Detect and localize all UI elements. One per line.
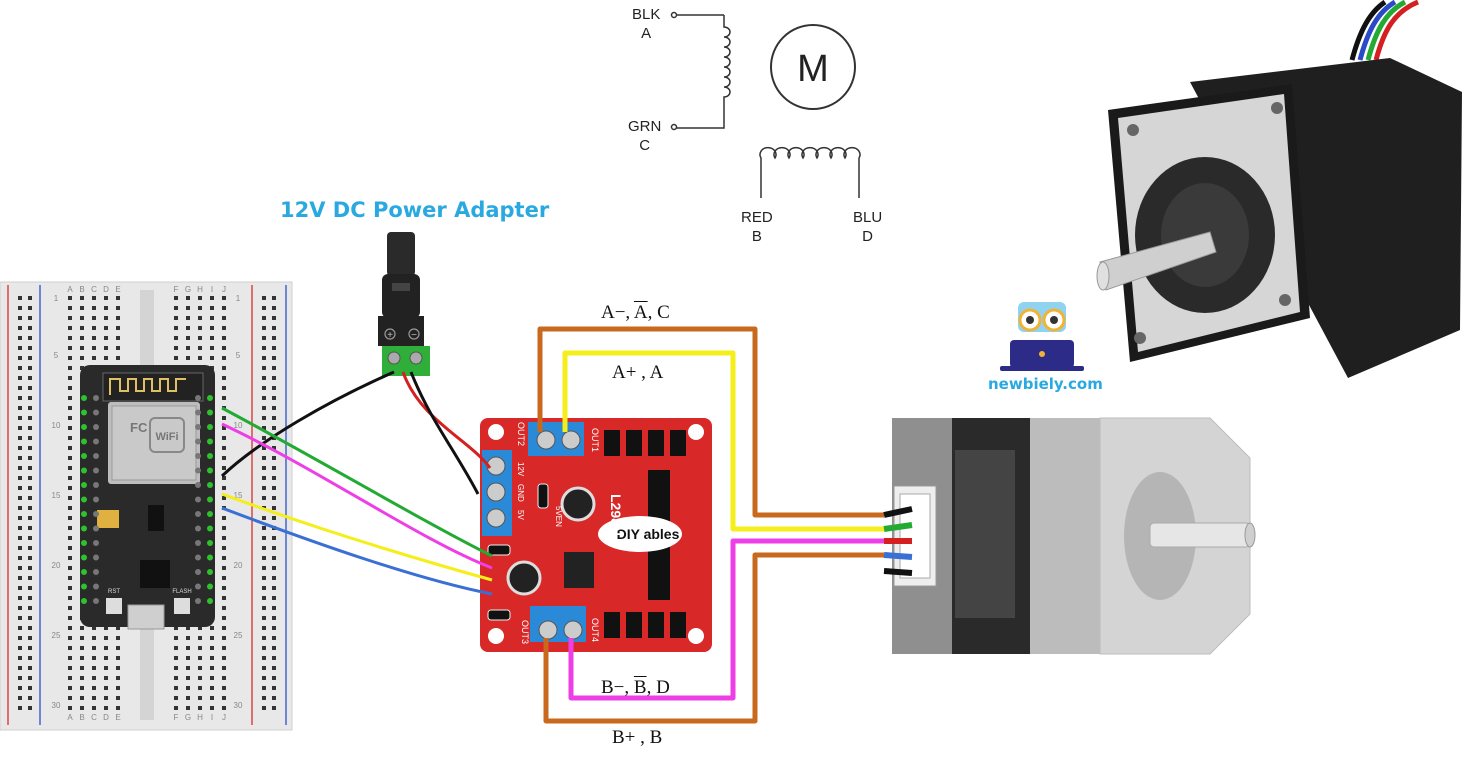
grn-letter-label: C: [639, 137, 651, 154]
breadboard-row-label: 20: [52, 561, 61, 570]
breadboard-col-label: I: [211, 285, 213, 294]
5v-label: 5V: [516, 510, 525, 520]
breadboard-col-label: E: [115, 713, 120, 722]
b-minus-prefix: B−,: [601, 677, 634, 698]
breadboard-col-label: B: [79, 285, 84, 294]
rst-label: RST: [108, 589, 120, 595]
grn-wire-label: GRN: [628, 118, 662, 135]
blu-wire-label: BLU: [853, 209, 883, 226]
svg-text:FC: FC: [130, 420, 148, 435]
diyables-logo: DIY ables: [617, 526, 680, 542]
a-minus-suffix: , C: [647, 302, 670, 323]
breadboard-col-label: J: [222, 713, 226, 722]
5ven-label: 5VEN: [554, 506, 563, 527]
out1-label: OUT1: [590, 428, 600, 452]
out4-label: OUT4: [590, 618, 600, 642]
blu-letter-label: D: [862, 228, 874, 245]
l298n-driver-board: DIY ables L298N OUT1 OUT2 OUT3 OUT4 12V …: [480, 418, 712, 652]
flash-label: FLASH: [172, 589, 191, 595]
breadboard-row-label: 25: [52, 631, 61, 640]
motor-connector-pins: [883, 506, 913, 576]
breadboard-row-label: 5: [54, 351, 59, 360]
a-minus-prefix: A−,: [601, 302, 634, 323]
breadboard-row-label: 1: [236, 294, 241, 303]
blk-wire-label: BLK: [632, 6, 661, 23]
control-wires: [221, 406, 493, 596]
coil-label-red: RED B: [741, 208, 773, 246]
breadboard-col-label: D: [103, 285, 109, 294]
breadboard-col-label: A: [67, 713, 73, 722]
breadboard-col-label: B: [79, 713, 84, 722]
breadboard-col-label: D: [103, 713, 109, 722]
breadboard-row-label: 25: [234, 631, 243, 640]
breadboard-col-label: F: [174, 285, 179, 294]
breadboard-col-label: C: [91, 713, 97, 722]
breadboard-row-label: 10: [234, 421, 243, 430]
breadboard-row-label: 20: [234, 561, 243, 570]
breadboard-row-label: 30: [52, 701, 61, 710]
red-wire-label: RED: [741, 209, 773, 226]
gnd-label: GND: [516, 484, 525, 502]
breadboard-row-label: 5: [236, 351, 241, 360]
power-adapter: + −: [378, 232, 430, 376]
coil-label-blu: BLU D: [853, 208, 882, 246]
wire-label-a-plus: A+ , A: [612, 362, 664, 383]
page-title: 12V DC Power Adapter: [280, 198, 550, 222]
a-bar: A: [633, 302, 648, 323]
breadboard-row-label: 15: [234, 491, 243, 500]
12v-label: 12V: [516, 462, 525, 477]
wire-label-b-plus: B+ , B: [612, 727, 663, 748]
out2-label: OUT2: [516, 422, 526, 446]
newbiely-logo-text: newbiely.com: [988, 375, 1103, 393]
blk-letter-label: A: [641, 25, 652, 42]
svg-text:−: −: [411, 330, 417, 341]
breadboard-col-label: E: [115, 285, 120, 294]
chip-label: L298N: [608, 494, 624, 536]
coil-label-grn: GRN C: [628, 117, 661, 155]
esp-pin-headers: [81, 395, 213, 604]
breadboard-col-label: J: [222, 285, 226, 294]
wire-label-b-minus: B−, B, D: [601, 677, 670, 699]
breadboard-col-label: F: [174, 713, 179, 722]
breadboard-col-label: I: [211, 713, 213, 722]
b-bar: B: [633, 677, 647, 698]
power-wires: [220, 370, 492, 495]
breadboard-col-label: G: [185, 285, 191, 294]
coil-schematic: [670, 11, 861, 198]
b-minus-suffix: , D: [646, 677, 670, 698]
breadboard-row-label: 1: [54, 294, 59, 303]
svg-text:+: +: [387, 330, 393, 341]
breadboard-row-label: 15: [52, 491, 61, 500]
wifi-shield-label: WiFi: [155, 431, 178, 443]
esp8266-board: FC WiFi RST FLASH: [80, 365, 215, 630]
breadboard-row-label: 10: [52, 421, 61, 430]
breadboard-col-label: G: [185, 713, 191, 722]
motor-wires: [537, 326, 884, 724]
stepper-motor-photo: [1096, 0, 1462, 378]
breadboard-row-label: 30: [234, 701, 243, 710]
wire-label-a-minus: A−, A, C: [601, 302, 670, 324]
motor-symbol-label: M: [797, 48, 829, 90]
out3-label: OUT3: [520, 620, 530, 644]
breadboard-col-label: A: [67, 285, 73, 294]
breadboard-col-label: H: [197, 285, 203, 294]
stepper-motor-front: [892, 417, 1256, 655]
red-letter-label: B: [751, 228, 762, 245]
coil-label-blk: BLK A: [632, 5, 660, 43]
newbiely-owl-icon: [1000, 302, 1084, 371]
breadboard-col-label: H: [197, 713, 203, 722]
breadboard-col-label: C: [91, 285, 97, 294]
